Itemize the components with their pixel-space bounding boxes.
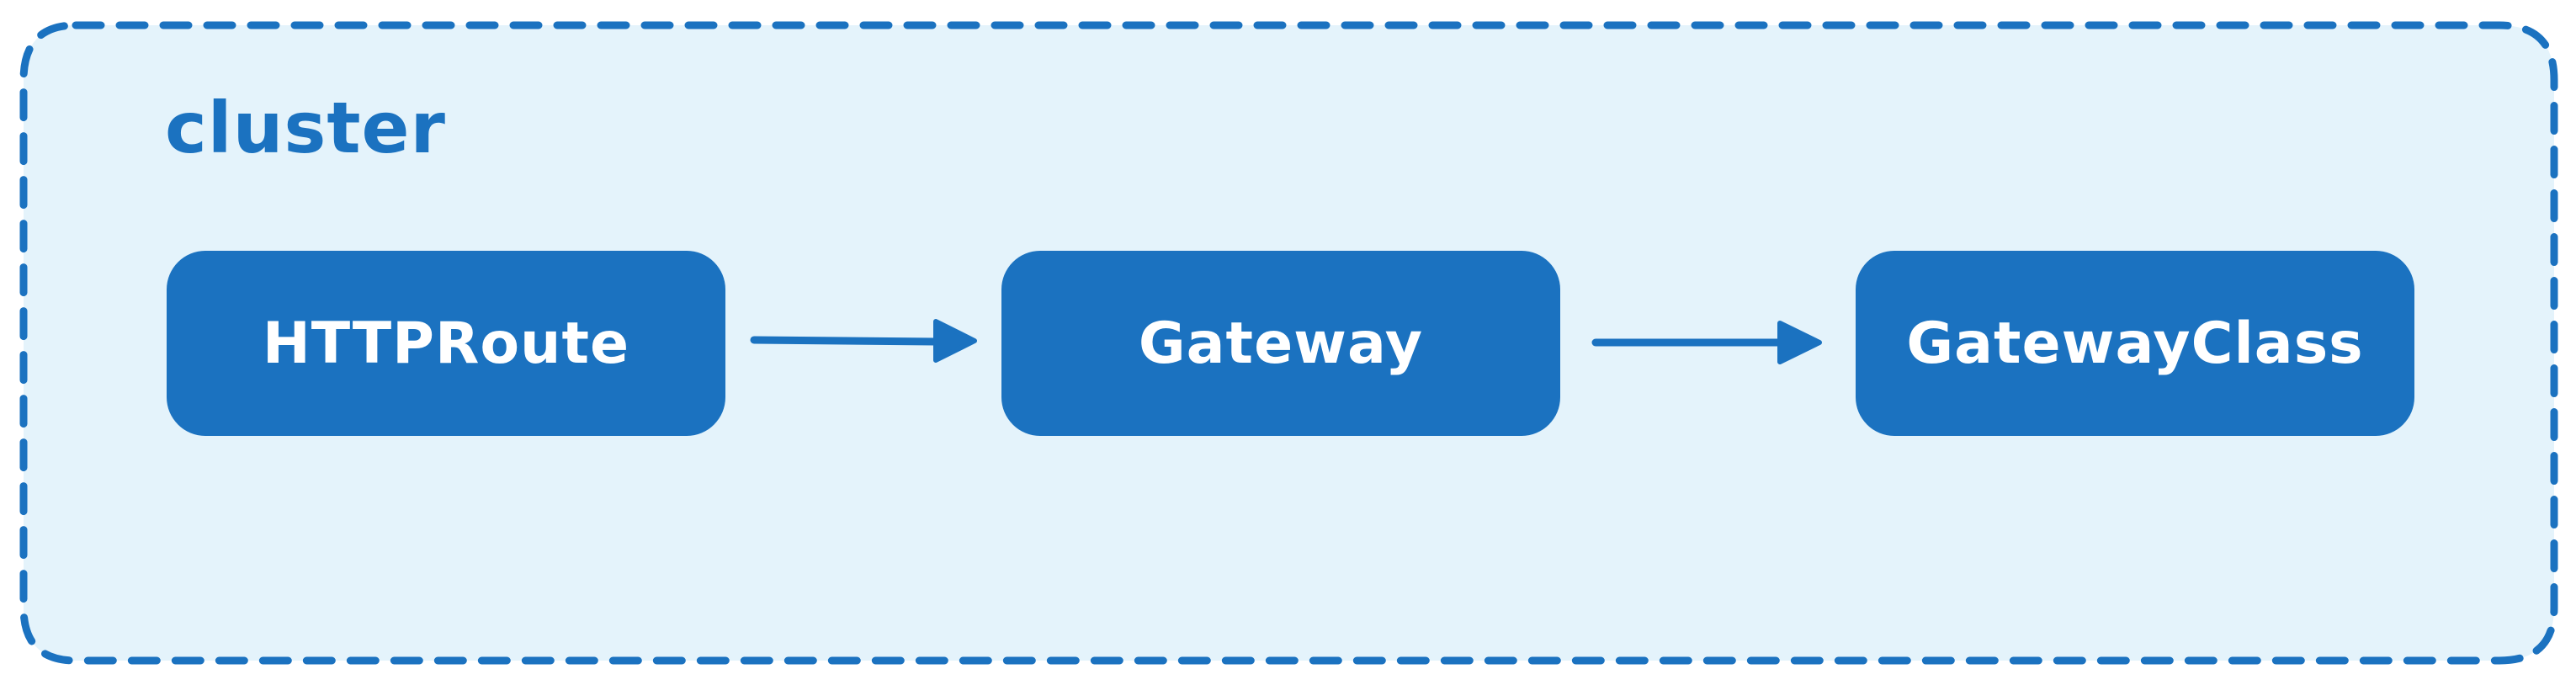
node-httproute[interactable]: HTTPRoute (167, 251, 725, 436)
node-label-httproute: HTTPRoute (262, 310, 630, 377)
arrow-gateway-to-gatewayclass (1591, 321, 1822, 364)
arrow-line (750, 336, 940, 346)
cluster-label: cluster (165, 87, 446, 169)
node-label-gateway: Gateway (1138, 310, 1424, 377)
node-label-gatewayclass: GatewayClass (1906, 310, 2364, 377)
node-gatewayclass[interactable]: GatewayClass (1856, 251, 2414, 436)
arrow-head (1777, 321, 1822, 364)
arrow-head (933, 319, 977, 363)
arrow-httproute-to-gateway (750, 319, 977, 363)
node-gateway[interactable]: Gateway (1001, 251, 1560, 436)
